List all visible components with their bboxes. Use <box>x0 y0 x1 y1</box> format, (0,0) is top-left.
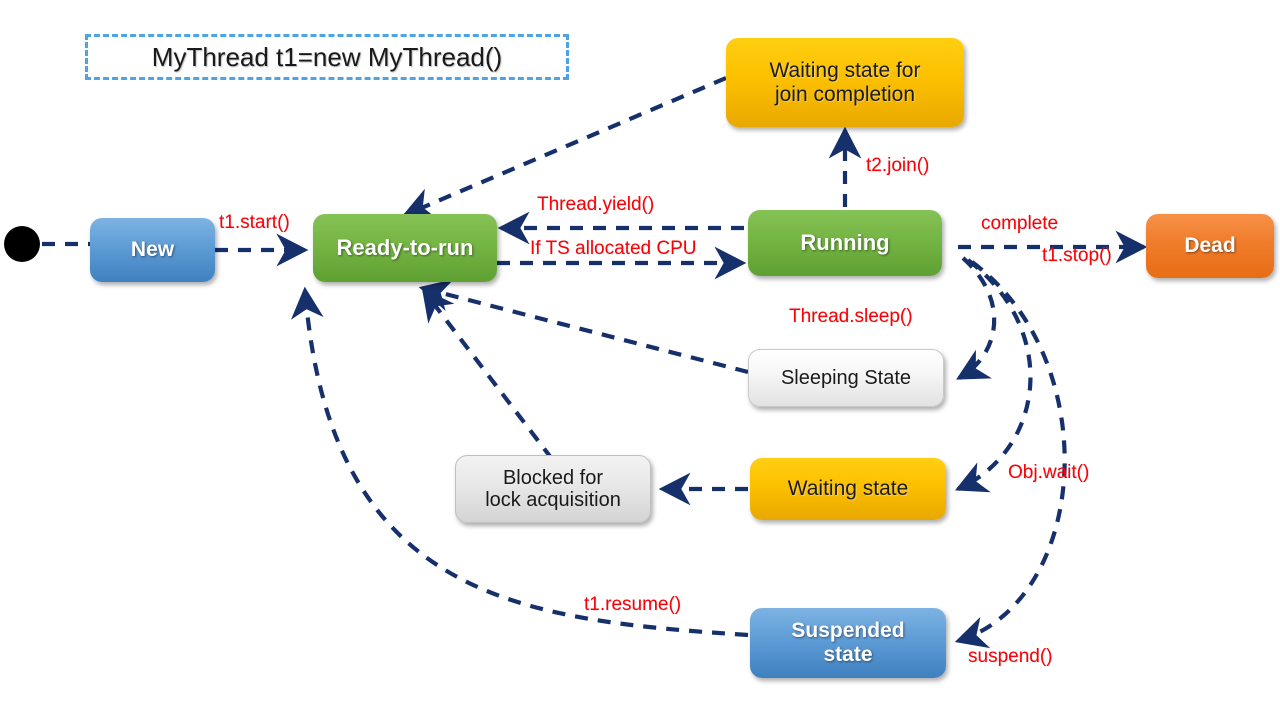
title-box: MyThread t1=new MyThread() <box>85 34 569 80</box>
edge-label-t2-join: t2.join() <box>866 155 930 176</box>
edge-label-thread-yield: Thread.yield() <box>537 194 655 215</box>
state-new-label: New <box>130 238 175 262</box>
state-ready-to-run[interactable]: Ready-to-run <box>313 214 497 282</box>
edge-label-obj-wait: Obj.wait() <box>1008 462 1090 483</box>
state-new[interactable]: New <box>90 218 215 282</box>
edge-label-complete: complete <box>981 213 1059 234</box>
state-running-label: Running <box>800 229 890 255</box>
state-sleeping[interactable]: Sleeping State <box>748 349 944 407</box>
edge-blocked-to-ready <box>421 288 554 461</box>
edge-sleeping-to-ready <box>418 279 749 375</box>
state-dead-label: Dead <box>1184 234 1236 258</box>
edge-label-thread-sleep: Thread.sleep() <box>789 306 913 327</box>
state-ready-to-run-label: Ready-to-run <box>336 234 474 260</box>
state-dead[interactable]: Dead <box>1146 214 1274 278</box>
edge-running-to-sleeping <box>956 256 997 380</box>
state-suspended-label: Suspended state <box>791 619 905 666</box>
state-sleeping-label: Sleeping State <box>780 366 912 389</box>
state-suspended[interactable]: Suspended state <box>750 608 946 678</box>
state-running[interactable]: Running <box>748 210 942 276</box>
state-waiting-for-join-label: Waiting state for join completion <box>769 58 921 106</box>
edge-join-wait-to-ready <box>401 76 727 219</box>
edge-label-if-ts-allocated-cpu: If TS allocated CPU <box>530 238 697 259</box>
edge-label-suspend: suspend() <box>968 646 1053 667</box>
edge-running-to-waiting <box>954 258 1033 493</box>
state-waiting-for-join[interactable]: Waiting state for join completion <box>726 38 964 127</box>
start-state-dot <box>4 226 40 262</box>
edge-running-to-suspended <box>954 260 1067 649</box>
state-blocked-for-lock-label: Blocked for lock acquisition <box>485 466 621 511</box>
title-text: MyThread t1=new MyThread() <box>151 41 503 72</box>
edge-label-t1-start: t1.start() <box>219 212 290 233</box>
state-waiting[interactable]: Waiting state <box>750 458 946 520</box>
state-waiting-label: Waiting state <box>787 477 909 501</box>
edge-label-t1-resume: t1.resume() <box>584 594 682 615</box>
state-blocked-for-lock[interactable]: Blocked for lock acquisition <box>455 455 651 523</box>
edge-label-t1-stop: t1.stop() <box>1042 245 1112 266</box>
edge-suspended-to-ready <box>290 286 749 638</box>
